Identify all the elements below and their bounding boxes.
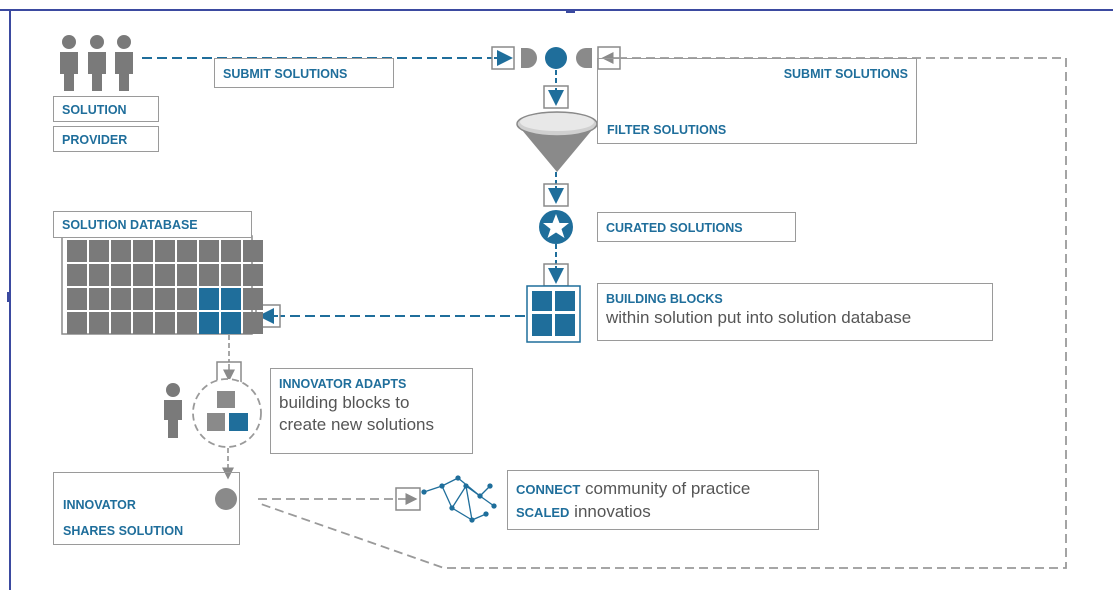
solution-database-label: SOLUTION DATABASE bbox=[53, 211, 252, 238]
database-cell bbox=[199, 264, 219, 286]
database-cell bbox=[89, 240, 109, 262]
scaled-word: SCALED bbox=[516, 505, 570, 520]
innovator-shares-box: INNOVATOR SHARES SOLUTION bbox=[53, 472, 240, 545]
database-cell bbox=[133, 312, 153, 334]
submit-right-text: SUBMIT SOLUTIONS bbox=[783, 67, 908, 81]
database-cell bbox=[133, 240, 153, 262]
database-cell bbox=[243, 240, 263, 262]
building-blocks-text: within solution put into solution databa… bbox=[606, 308, 912, 327]
person-icon bbox=[164, 383, 182, 438]
database-cell bbox=[177, 312, 197, 334]
curated-text: CURATED SOLUTIONS bbox=[606, 221, 743, 235]
grid-icon bbox=[526, 285, 581, 343]
adapt-blocks-icon bbox=[192, 378, 262, 448]
database-cell bbox=[155, 240, 175, 262]
people-icon bbox=[60, 35, 133, 91]
database-grid bbox=[61, 235, 263, 335]
database-cell bbox=[155, 312, 175, 334]
database-cell bbox=[221, 312, 241, 334]
building-blocks-title: BUILDING BLOCKS bbox=[606, 292, 723, 306]
network-icon bbox=[421, 475, 497, 523]
frame-tick-top bbox=[566, 9, 575, 13]
database-cell bbox=[221, 264, 241, 286]
submit-left-text: SUBMIT SOLUTIONS bbox=[223, 67, 348, 81]
database-cell bbox=[67, 312, 87, 334]
database-cell bbox=[177, 288, 197, 310]
provider-label: PROVIDER bbox=[53, 126, 159, 152]
database-cell bbox=[67, 264, 87, 286]
database-cell bbox=[111, 264, 131, 286]
database-cell bbox=[221, 240, 241, 262]
database-cell bbox=[177, 264, 197, 286]
database-cell bbox=[199, 288, 219, 310]
frame-top-border bbox=[0, 9, 1113, 11]
connect-label: CONNECT community of practice SCALED inn… bbox=[507, 470, 819, 530]
submit-filter-box: SUBMIT SOLUTIONS FILTER SOLUTIONS bbox=[597, 58, 917, 144]
database-cell bbox=[89, 312, 109, 334]
solution-label: SOLUTION bbox=[53, 96, 159, 122]
database-cell bbox=[111, 288, 131, 310]
building-blocks-label: BUILDING BLOCKS within solution put into… bbox=[597, 283, 993, 341]
database-cell bbox=[243, 312, 263, 334]
provider-text: PROVIDER bbox=[62, 133, 128, 147]
solution-text: SOLUTION bbox=[62, 103, 127, 117]
connect-word: CONNECT bbox=[516, 482, 581, 497]
database-cell bbox=[89, 264, 109, 286]
database-cell bbox=[199, 312, 219, 334]
database-cell bbox=[67, 240, 87, 262]
scaled-text: innovatios bbox=[569, 502, 651, 521]
curated-solutions-label: CURATED SOLUTIONS bbox=[597, 212, 796, 242]
database-cell bbox=[155, 264, 175, 286]
star-badge-icon bbox=[539, 210, 573, 244]
database-cell bbox=[111, 312, 131, 334]
database-cell bbox=[221, 288, 241, 310]
filter-text: FILTER SOLUTIONS bbox=[607, 123, 727, 137]
innovator-adapts-line2: create new solutions bbox=[279, 415, 434, 434]
share-dot bbox=[215, 488, 237, 510]
shares-solution-text: SHARES SOLUTION bbox=[63, 524, 184, 538]
database-cell bbox=[177, 240, 197, 262]
database-cell bbox=[243, 288, 263, 310]
database-cell bbox=[155, 288, 175, 310]
funnel-icon bbox=[516, 111, 598, 172]
database-cell bbox=[67, 288, 87, 310]
innovator-adapts-label: INNOVATOR ADAPTS building blocks to crea… bbox=[270, 368, 473, 454]
database-cell bbox=[199, 240, 219, 262]
database-cell bbox=[111, 240, 131, 262]
connect-text: community of practice bbox=[580, 479, 751, 498]
database-text: SOLUTION DATABASE bbox=[62, 218, 198, 232]
innovator-adapts-line1: building blocks to bbox=[279, 393, 410, 412]
innovator-adapts-title: INNOVATOR ADAPTS bbox=[279, 377, 407, 391]
intake-dots bbox=[521, 47, 592, 69]
innovator-text: INNOVATOR bbox=[63, 498, 136, 512]
database-cell bbox=[133, 288, 153, 310]
database-cell bbox=[243, 264, 263, 286]
frame-tick-left bbox=[7, 292, 11, 302]
database-cell bbox=[89, 288, 109, 310]
database-cell bbox=[133, 264, 153, 286]
submit-solutions-left-label: SUBMIT SOLUTIONS bbox=[214, 58, 394, 88]
